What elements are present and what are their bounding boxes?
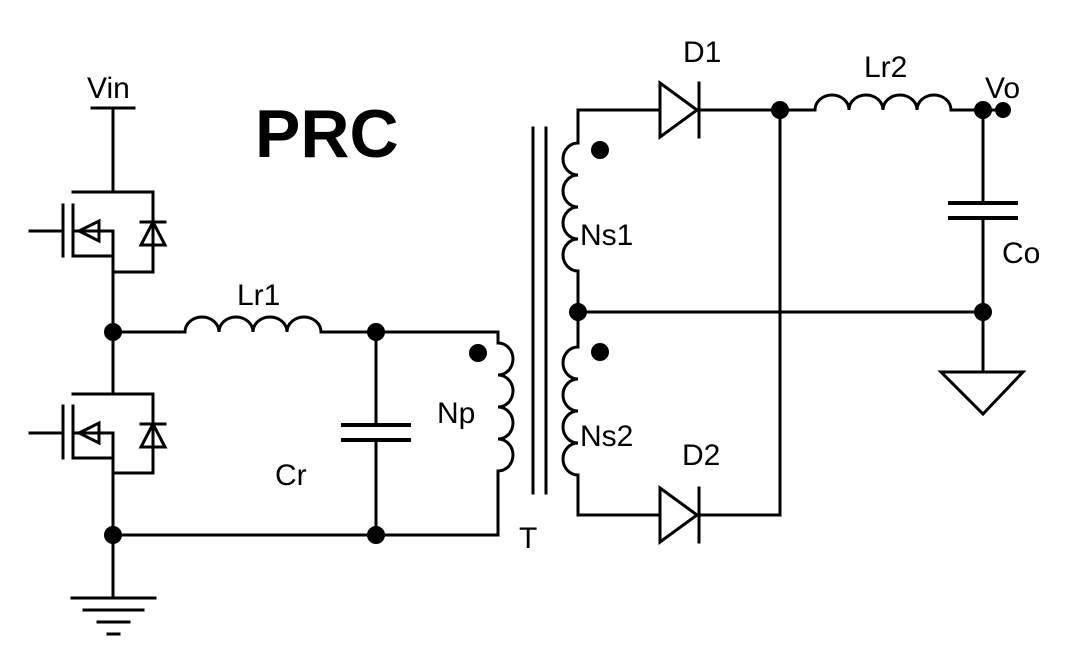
vo-terminal	[995, 102, 1011, 118]
upper-mosfet	[28, 148, 168, 327]
lower-mosfet	[28, 323, 168, 537]
np-label: Np	[437, 397, 475, 430]
np-polarity-dot	[469, 344, 487, 362]
transformer-core	[531, 126, 548, 495]
lr2-label: Lr2	[864, 51, 907, 84]
secondary-winding-ns2	[561, 310, 580, 517]
capacitor-cr	[341, 330, 411, 537]
inductor-lr2	[813, 93, 953, 112]
primary-winding-np	[496, 330, 515, 537]
node-ground-left	[104, 526, 122, 544]
ns2-polarity-dot	[591, 343, 609, 361]
ground-right	[937, 310, 1027, 417]
ns1-label: Ns1	[580, 219, 633, 252]
diode-d2	[576, 485, 782, 545]
transformer-label: T	[519, 522, 537, 555]
co-label: Co	[1002, 237, 1040, 270]
node-cr-bottom	[367, 526, 385, 544]
diode-d1	[576, 80, 817, 140]
ground-left	[70, 533, 157, 636]
cr-label: Cr	[275, 459, 307, 492]
ns2-label: Ns2	[580, 420, 633, 453]
d1-label: D1	[683, 36, 721, 69]
diagram-title: PRC	[255, 96, 399, 172]
capacitor-co	[948, 108, 1018, 314]
inductor-lr1	[183, 315, 323, 334]
vin-terminal	[90, 106, 136, 152]
d2-label: D2	[682, 439, 720, 472]
node-center-tap	[569, 303, 587, 321]
vo-label: Vo	[985, 72, 1020, 105]
lr1-label: Lr1	[237, 279, 280, 312]
node-switch	[104, 323, 122, 341]
vin-label: Vin	[87, 72, 130, 105]
node-cathode	[771, 101, 789, 119]
ns1-polarity-dot	[591, 141, 609, 159]
secondary-winding-ns1	[561, 108, 580, 314]
